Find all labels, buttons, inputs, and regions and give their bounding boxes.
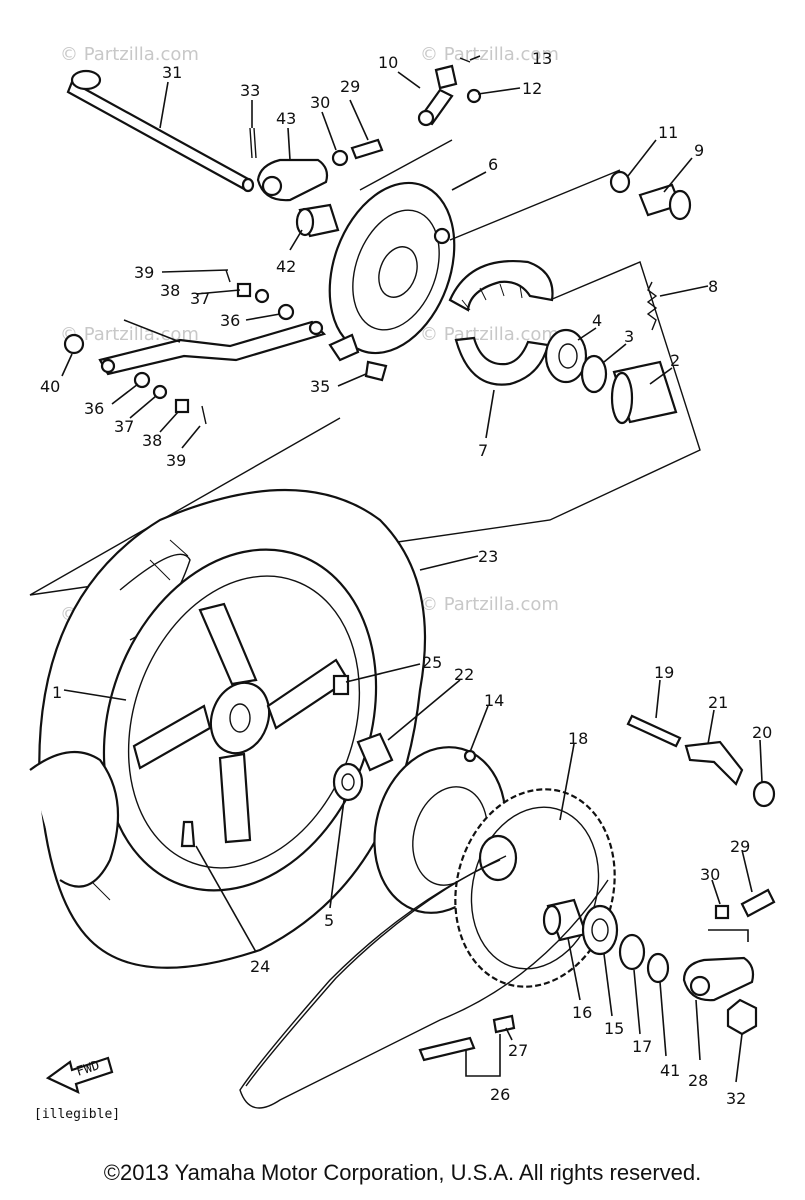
washer-part xyxy=(609,170,631,194)
callout-number: 21 xyxy=(708,693,728,712)
chain-joint-part xyxy=(418,1014,516,1062)
callout-number: 18 xyxy=(568,729,588,748)
tension-bar-part xyxy=(98,320,327,376)
callout-number: 37 xyxy=(114,417,134,436)
callout-number: 42 xyxy=(276,257,296,276)
callout-number: 32 xyxy=(726,1089,746,1108)
callout-number: 9 xyxy=(694,141,704,160)
drive-chain-part xyxy=(239,859,609,1109)
callout-number: 4 xyxy=(592,311,602,330)
callout-number: 26 xyxy=(490,1085,510,1104)
bolt-part xyxy=(740,888,776,918)
callout-number: 2 xyxy=(670,351,680,370)
callout-number: 5 xyxy=(324,911,334,930)
callout-number: 27 xyxy=(508,1041,528,1060)
callout-number: 25 xyxy=(422,653,442,672)
stud-bolt-part xyxy=(626,714,682,748)
lock-washer-part xyxy=(684,740,744,786)
callout-number: 23 xyxy=(478,547,498,566)
leader-lines xyxy=(61,55,763,1083)
callout-number: 36 xyxy=(84,399,104,418)
damper-part xyxy=(356,732,394,772)
callout-number: 19 xyxy=(654,663,674,682)
drive-chain-part xyxy=(245,855,507,1087)
callout-number: 31 xyxy=(162,63,182,82)
callout-number: 7 xyxy=(478,441,488,460)
wheel-rim-part xyxy=(102,548,378,892)
forward-arrow-icon: FWD xyxy=(45,1056,114,1094)
callout-number: 30 xyxy=(310,93,330,112)
oil-seal-part xyxy=(618,933,646,971)
callout-number: 22 xyxy=(454,665,474,684)
callout-number: 39 xyxy=(134,263,154,282)
watermark: © Partzilla.com xyxy=(420,324,559,345)
nut-part xyxy=(331,149,349,167)
callout-number: 17 xyxy=(632,1037,652,1056)
callout-number: 13 xyxy=(532,49,552,68)
callout-number: 14 xyxy=(484,691,504,710)
watermark: © Partzilla.com xyxy=(420,44,559,65)
brake-plate-part xyxy=(328,181,456,362)
callout-number: 1 xyxy=(52,683,62,702)
callout-number: 30 xyxy=(700,865,720,884)
callout-number: 40 xyxy=(40,377,60,396)
callout-number: 41 xyxy=(660,1061,680,1080)
cam-lever-part xyxy=(417,57,482,127)
callout-number: 33 xyxy=(240,81,260,100)
axle-adjuster-part xyxy=(256,158,329,202)
assembly-outline xyxy=(29,139,701,596)
callout-number: 8 xyxy=(708,277,718,296)
watermark: © Partzilla.com xyxy=(60,44,199,65)
callout-number: 6 xyxy=(488,155,498,174)
bearing-part xyxy=(581,904,619,956)
callout-number: 3 xyxy=(624,327,634,346)
callout-number: 16 xyxy=(572,1003,592,1022)
bolt-part xyxy=(364,360,388,382)
callout-number: 29 xyxy=(730,837,750,856)
callout-number: 39 xyxy=(166,451,186,470)
callout-labels: 1 2 3 4 5 6 7 8 9 10 11 12 13 14 15 16 1… xyxy=(40,49,772,1108)
callout-number: 43 xyxy=(276,109,296,128)
damper-part xyxy=(332,674,350,696)
collar-part xyxy=(542,898,588,942)
watermark: © Partzilla.com xyxy=(60,324,199,345)
forward-label: FWD xyxy=(75,1058,102,1080)
callout-number: 35 xyxy=(310,377,330,396)
callout-number: 12 xyxy=(522,79,542,98)
callout-number: 11 xyxy=(658,123,678,142)
callout-number: 10 xyxy=(378,53,398,72)
axle-part xyxy=(66,69,255,193)
watermark: © Partzilla.com xyxy=(420,594,559,615)
cotter-pin-part xyxy=(249,127,257,159)
callout-number: 38 xyxy=(142,431,162,450)
diagram-code: [illegible] xyxy=(34,1107,120,1122)
bearing-part xyxy=(332,762,364,802)
bolt-part xyxy=(350,138,384,160)
nut-part xyxy=(63,333,85,355)
callout-number: 24 xyxy=(250,957,270,976)
valve-part xyxy=(180,820,196,848)
callout-number: 38 xyxy=(160,281,180,300)
callout-number: 29 xyxy=(340,77,360,96)
tire-front-part xyxy=(29,750,120,888)
callout-number: 28 xyxy=(688,1071,708,1090)
nut-part xyxy=(752,780,776,808)
collar-part xyxy=(295,203,340,238)
callout-number: 37 xyxy=(190,289,210,308)
nut-part xyxy=(714,904,730,920)
bearing-part xyxy=(544,328,588,384)
callout-number: 15 xyxy=(604,1019,624,1038)
brake-shoes-part xyxy=(448,260,554,386)
collar-part xyxy=(646,952,670,984)
oil-seal-part xyxy=(580,354,608,394)
axle-adjuster-part xyxy=(682,956,755,1002)
copyright-notice: ©2013 Yamaha Motor Corporation, U.S.A. A… xyxy=(103,1160,702,1185)
camshaft-part xyxy=(638,183,692,221)
callout-number: 20 xyxy=(752,723,772,742)
axle-nut-part xyxy=(726,998,758,1036)
callout-number: 36 xyxy=(220,311,240,330)
fasteners-part xyxy=(133,269,295,425)
